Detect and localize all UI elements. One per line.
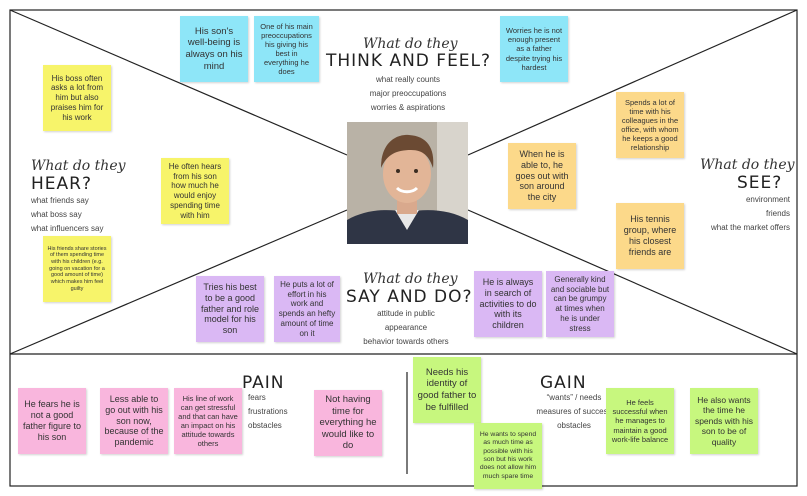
pain-sub-3: obstacles: [248, 421, 282, 430]
gain-title: GAIN: [540, 373, 587, 393]
note-pain-1[interactable]: He fears he is not a good father figure …: [18, 388, 86, 454]
say-title: SAY AND DO?: [346, 287, 473, 307]
hear-subtitles: what friends say what boss say what infl…: [31, 194, 103, 236]
see-script-label: What do they: [700, 157, 795, 173]
see-title: SEE?: [737, 173, 783, 193]
say-subtitles: attitude in public appearance behavior t…: [350, 307, 462, 349]
think-title: THINK AND FEEL?: [326, 51, 492, 71]
hear-script-label: What do they: [31, 158, 126, 174]
hear-sub-1: what friends say: [31, 196, 89, 205]
note-say-1[interactable]: Tries his best to be a good father and r…: [196, 276, 264, 342]
person-portrait-icon: [347, 122, 468, 244]
note-say-3[interactable]: He is always in search of activities to …: [474, 271, 542, 337]
think-script-label: What do they: [363, 36, 458, 52]
say-sub-1: attitude in public: [377, 309, 435, 318]
divider-bottom-left: [9, 209, 348, 355]
note-say-2[interactable]: He puts a lot of effort in his work and …: [274, 276, 340, 342]
note-think-2[interactable]: One of his main preoccupations his givin…: [254, 16, 319, 82]
note-hear-3[interactable]: His friends share stories of them spendi…: [43, 236, 111, 302]
divider-bottom-right: [467, 209, 798, 355]
note-pain-2[interactable]: Less able to go out with his son now, be…: [100, 388, 168, 454]
note-gain-1[interactable]: Needs his identity of good father to be …: [413, 357, 481, 423]
note-see-2[interactable]: When he is able to, he goes out with son…: [508, 143, 576, 209]
gain-subtitles: “wants” / needs measures of success obst…: [524, 391, 624, 433]
divider-top-right: [467, 9, 798, 156]
note-gain-2[interactable]: He wants to spend as much time as possib…: [474, 423, 542, 489]
see-subtitles: environment friends what the market offe…: [690, 193, 790, 235]
persona-photo: [347, 122, 468, 244]
map-border: [9, 9, 798, 487]
note-pain-4[interactable]: Not having time for everything he would …: [314, 390, 382, 456]
pain-sub-2: frustrations: [248, 407, 288, 416]
note-think-1[interactable]: His son's well-being is always on his mi…: [180, 16, 248, 82]
say-script-label: What do they: [363, 271, 458, 287]
note-gain-4[interactable]: He also wants the time he spends with hi…: [690, 388, 758, 454]
hear-sub-2: what boss say: [31, 210, 82, 219]
see-sub-3: what the market offers: [711, 223, 790, 232]
think-sub-1: what really counts: [375, 75, 441, 84]
think-sub-3: worries & aspirations: [370, 103, 446, 112]
pain-title: PAIN: [242, 373, 285, 393]
note-see-1[interactable]: Spends a lot of time with his colleagues…: [616, 92, 684, 158]
hear-sub-3: what influencers say: [31, 224, 104, 233]
gain-sub-2: measures of success: [536, 407, 612, 416]
gain-sub-3: obstacles: [557, 421, 591, 430]
hear-title: HEAR?: [31, 174, 92, 194]
gain-sub-1: “wants” / needs: [546, 393, 602, 402]
say-sub-3: behavior towards others: [363, 337, 449, 346]
note-say-4[interactable]: Generally kind and sociable but can be g…: [546, 271, 614, 337]
think-subtitles: what really counts major preoccupations …: [358, 73, 458, 115]
note-think-3[interactable]: Worries he is not enough present as a fa…: [500, 16, 568, 82]
note-gain-3[interactable]: He feels successful when he manages to m…: [606, 388, 674, 454]
note-hear-1[interactable]: His boss often asks a lot from him but a…: [43, 65, 111, 131]
think-sub-2: major preoccupations: [369, 89, 447, 98]
note-pain-3[interactable]: His line of work can get stressful and t…: [174, 388, 242, 454]
pain-subtitles: fears frustrations obstacles: [248, 391, 288, 433]
see-sub-1: environment: [745, 195, 790, 204]
divider-top-left: [9, 9, 348, 156]
pain-sub-1: fears: [248, 393, 266, 402]
note-hear-2[interactable]: He often hears from his son how much he …: [161, 158, 229, 224]
say-sub-2: appearance: [384, 323, 428, 332]
see-sub-2: friends: [765, 209, 790, 218]
note-see-3[interactable]: His tennis group, where his closest frie…: [616, 203, 684, 269]
